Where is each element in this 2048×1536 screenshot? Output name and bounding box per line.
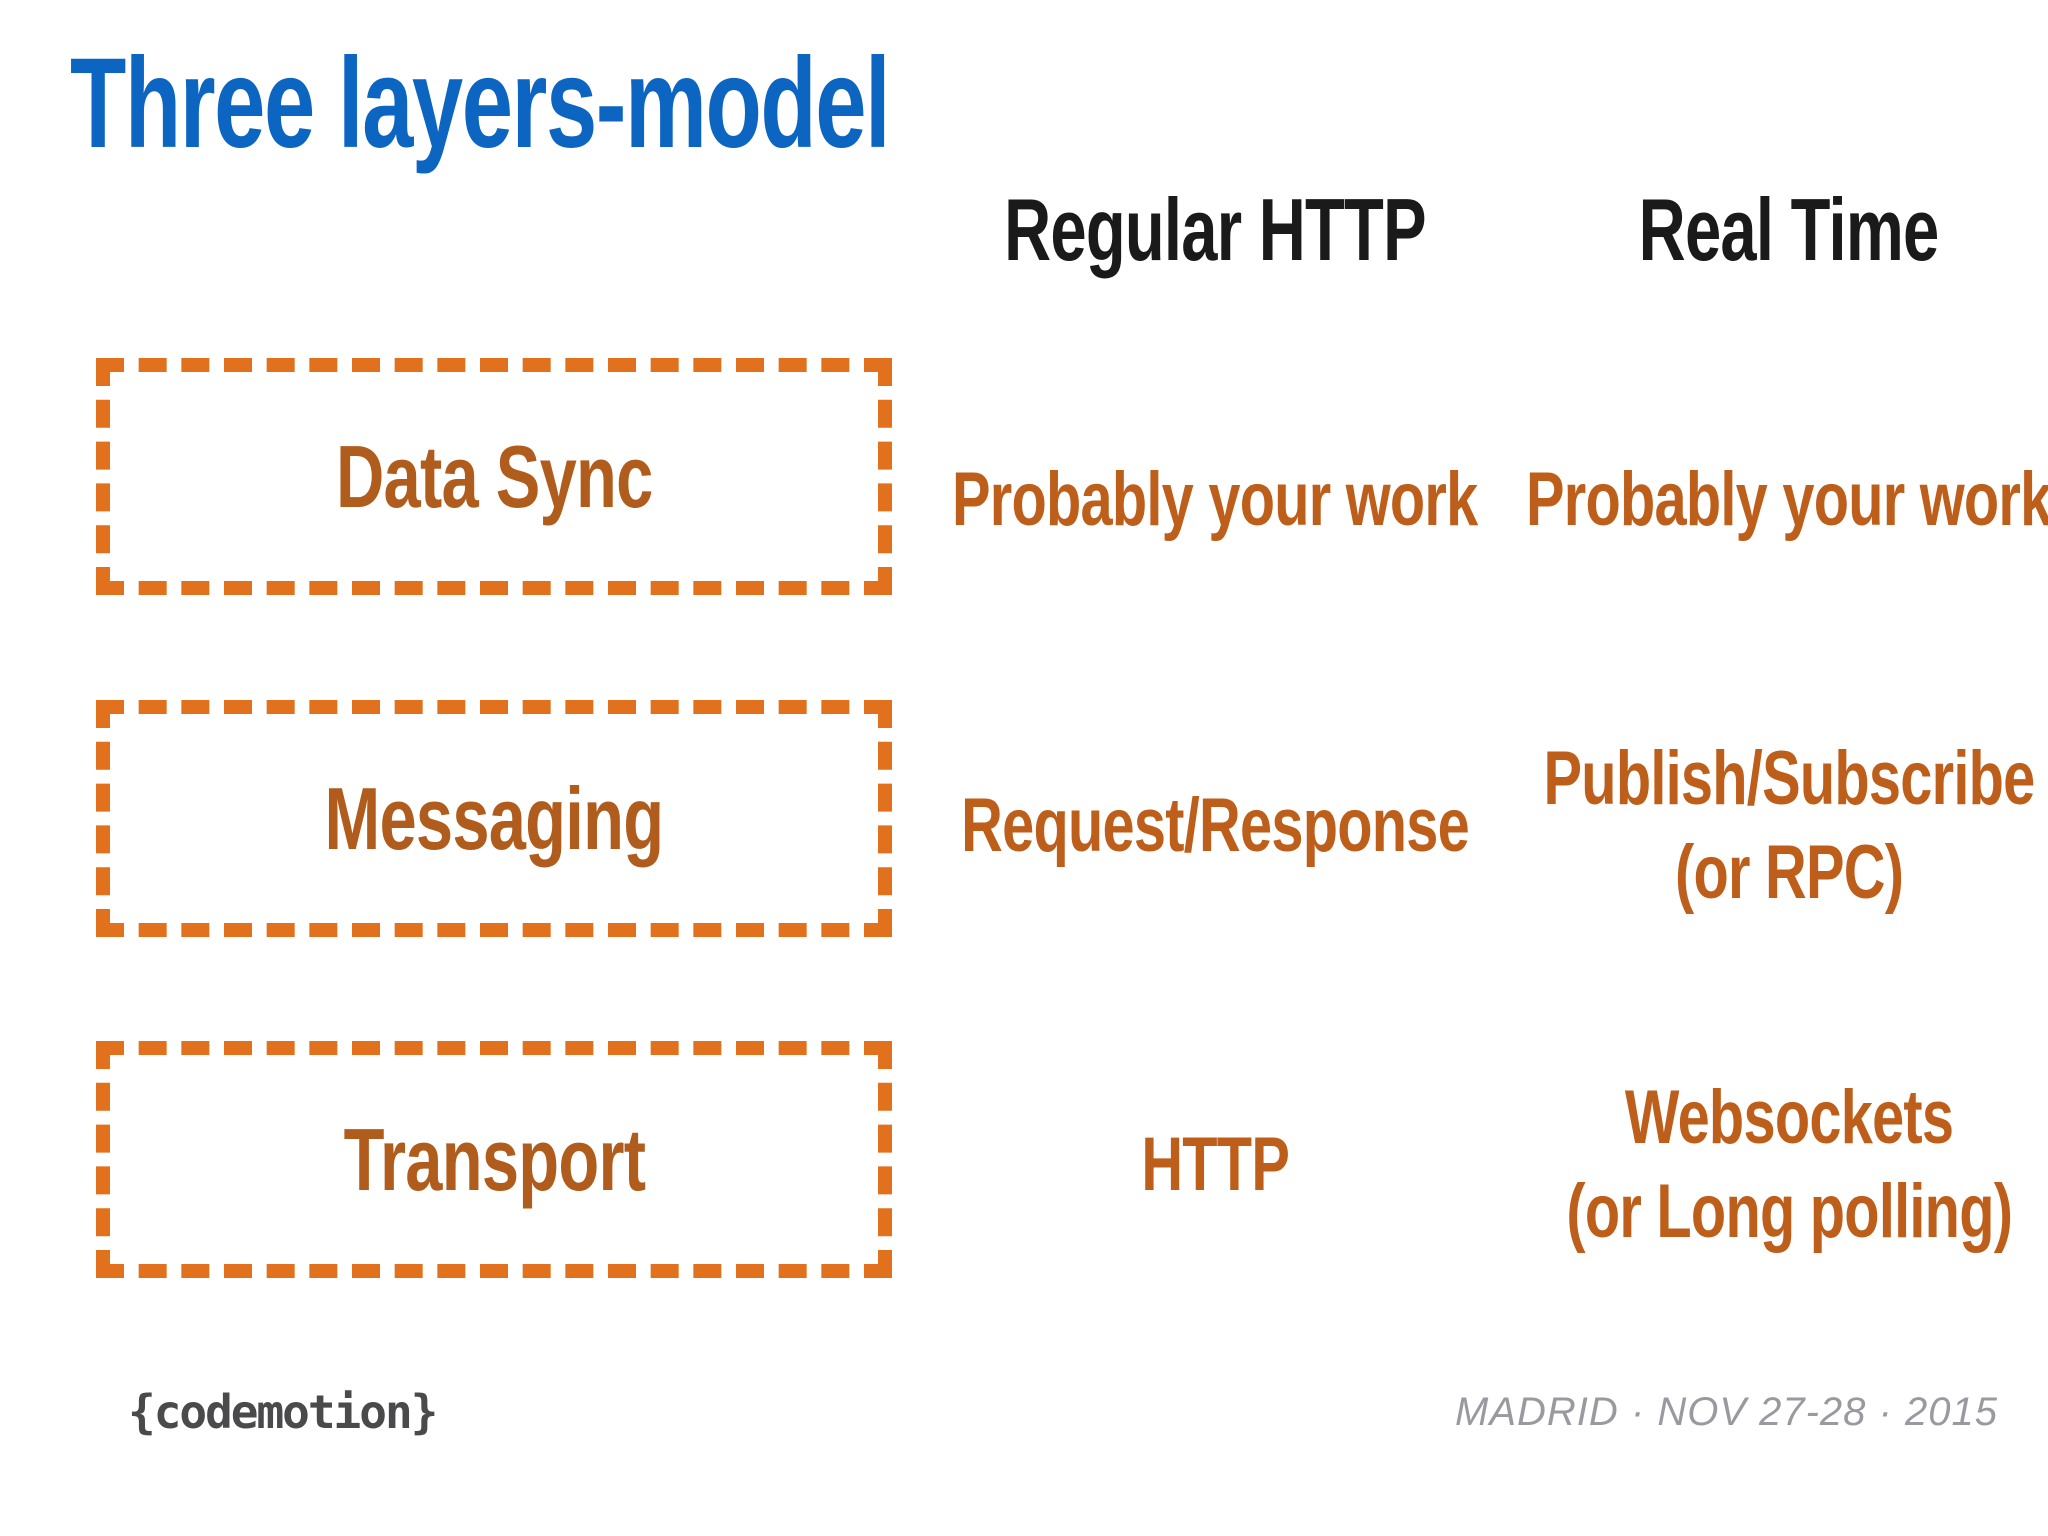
value-messaging-real-time-line2: (or RPC) bbox=[1674, 830, 1904, 915]
codemotion-logo: {codemotion} bbox=[128, 1385, 438, 1439]
layer-label-data-sync: Data Sync bbox=[335, 426, 653, 526]
layer-box-transport: Transport bbox=[96, 1041, 892, 1278]
layer-box-data-sync: Data Sync bbox=[96, 358, 892, 595]
event-date: MADRID · NOV 27-28 · 2015 bbox=[1455, 1390, 1998, 1434]
value-messaging-regular-http: Request/Response bbox=[961, 782, 1470, 868]
value-data-sync-regular-http: Probably your work bbox=[952, 456, 1478, 542]
value-row-messaging: Request/Response Publish/Subscribe (or R… bbox=[900, 726, 2048, 926]
layer-box-messaging: Messaging bbox=[96, 700, 892, 937]
column-headers: Regular HTTP Real Time bbox=[900, 175, 2048, 285]
value-transport-real-time: Websockets (or Long polling) bbox=[1530, 1071, 2048, 1259]
value-row-data-sync: Probably your work Probably your work bbox=[900, 425, 2048, 575]
value-transport-real-time-line2: (or Long polling) bbox=[1566, 1169, 2013, 1254]
page-title: Three layers-model bbox=[70, 30, 1208, 177]
layer-label-messaging: Messaging bbox=[324, 768, 665, 868]
value-transport-regular-http: HTTP bbox=[1141, 1121, 1290, 1207]
page-title-text: Three layers-model bbox=[70, 32, 891, 175]
layer-label-transport: Transport bbox=[343, 1109, 645, 1209]
value-messaging-real-time: Publish/Subscribe (or RPC) bbox=[1530, 732, 2048, 920]
value-row-transport: HTTP Websockets (or Long polling) bbox=[900, 1065, 2048, 1265]
value-data-sync-real-time: Probably your work bbox=[1526, 456, 2048, 542]
column-header-regular-http: Regular HTTP bbox=[1004, 180, 1426, 279]
column-header-real-time: Real Time bbox=[1639, 180, 1940, 279]
